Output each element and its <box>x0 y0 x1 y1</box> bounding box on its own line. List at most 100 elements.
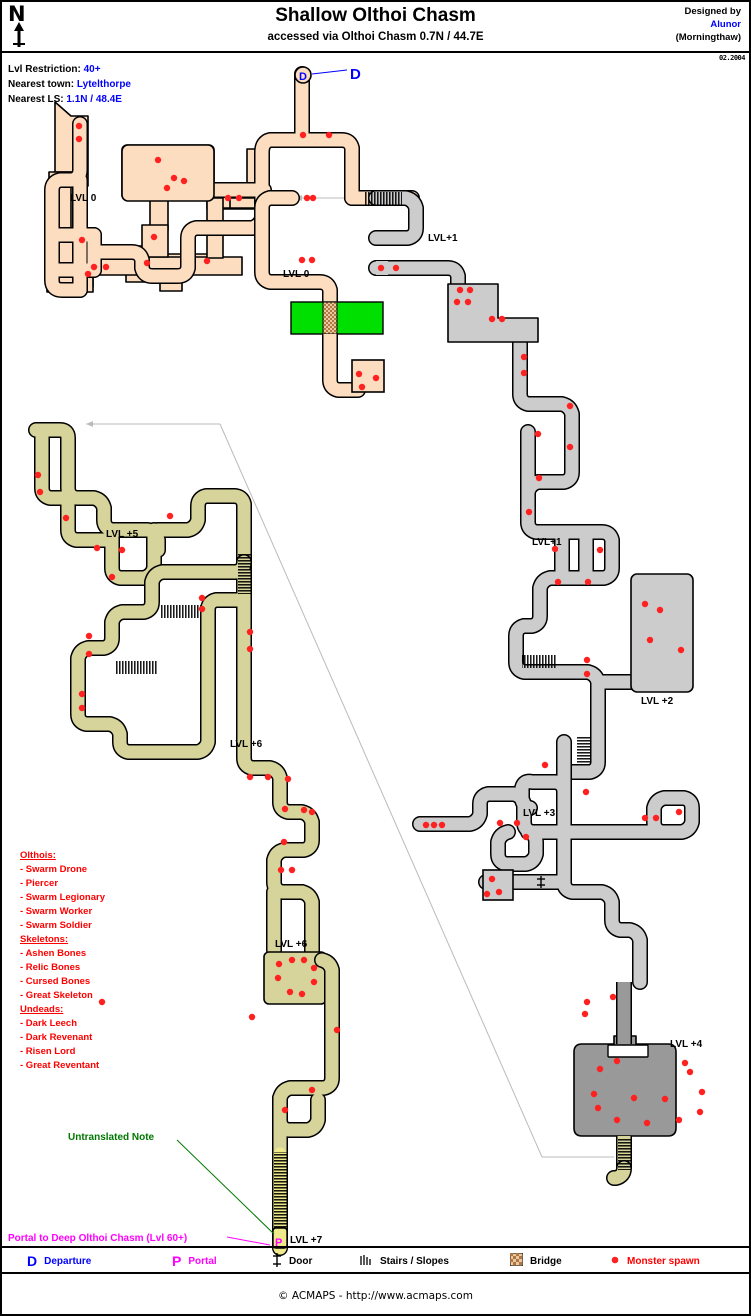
monster-spawn-dot <box>464 298 472 306</box>
monster-item: - Dark Leech <box>20 1018 78 1029</box>
monster-spawn-dot <box>641 600 649 608</box>
monster-spawn-dot <box>235 194 243 202</box>
door-markers <box>537 876 545 888</box>
monster-spawn-dot <box>652 814 660 822</box>
monster-item: - Piercer <box>20 878 59 889</box>
monster-spawn-dot <box>641 814 649 822</box>
monster-spawn-dot <box>325 131 333 139</box>
monster-spawn-dot <box>520 369 528 377</box>
monster-spawn-dot <box>300 956 308 964</box>
monster-spawn-dot <box>180 177 188 185</box>
monster-spawn-dot <box>248 1013 256 1021</box>
legend-item-label: Departure <box>44 1255 92 1267</box>
portal-icon: P <box>172 1253 182 1269</box>
hall-inner-platform <box>607 1044 649 1058</box>
monster-spawn-dot <box>102 263 110 271</box>
monster-item: - Great Skeleton <box>20 990 93 1001</box>
monster-spawn-dot <box>534 430 542 438</box>
monster-spawn-dot <box>310 978 318 986</box>
legend-item-stairs: Stairs / Slopes <box>360 1248 449 1274</box>
monster-spawn-dot <box>108 573 116 581</box>
monster-spawn-dot <box>583 998 591 1006</box>
stairs-icon <box>274 1152 287 1230</box>
monster-spawn-dot <box>681 1059 689 1067</box>
monster-item: - Great Reventant <box>20 1060 100 1071</box>
level-label: LVL +5 <box>106 529 139 540</box>
stairs-markers <box>115 192 631 1230</box>
level-plus6-fill <box>71 555 319 969</box>
monster-item: - Cursed Bones <box>20 976 91 987</box>
monster-spawn-dot <box>246 645 254 653</box>
monster-spawn-dot <box>566 402 574 410</box>
monster-group-title: Skeletons: <box>20 934 69 945</box>
legend-item-label: Door <box>289 1255 313 1267</box>
monster-spawn-dot <box>594 1104 602 1112</box>
level-plus2-room <box>630 573 694 693</box>
stairs-icon <box>618 1138 631 1170</box>
monster-spawn-dot <box>686 1068 694 1076</box>
monster-spawn-dot <box>355 370 363 378</box>
monster-spawn-dot <box>677 646 685 654</box>
monster-spawn-dot <box>286 988 294 996</box>
monster-spawn-dot <box>596 1065 604 1073</box>
monster-spawn-dot <box>288 956 296 964</box>
info-lvl-restriction-value: 40+ <box>83 64 101 75</box>
monster-spawn-dot <box>300 806 308 814</box>
info-lvl-restriction-label: Lvl Restriction: <box>8 64 81 75</box>
stairs-icon <box>238 554 251 594</box>
monster-spawn-dot <box>646 636 654 644</box>
monster-spawn-dot <box>303 194 311 202</box>
monster-spawn-dot <box>281 1106 289 1114</box>
monster-spawn-dot <box>308 256 316 264</box>
level-0-green-bands <box>290 301 384 335</box>
monster-spawn-dot <box>85 650 93 658</box>
monster-spawn-dot <box>84 270 92 278</box>
monster-spawn-dot <box>224 194 232 202</box>
level-label: LVL 0 <box>70 193 97 204</box>
monster-spawn-dot <box>75 135 83 143</box>
monster-spawn-dot <box>358 383 366 391</box>
monster-item: - Swarm Legionary <box>20 892 105 903</box>
portal-marker[interactable]: P <box>226 1227 288 1249</box>
bridge-segment <box>322 301 338 335</box>
monster-spawn-dot <box>630 1094 638 1102</box>
monster-spawn-dot <box>166 512 174 520</box>
portal-note-label: Portal to Deep Olthoi Chasm (Lvl 60+) <box>8 1233 188 1244</box>
map-info: Lvl Restriction: 40+ Nearest town: Lytel… <box>8 62 131 107</box>
spawn-icon <box>610 1255 620 1268</box>
door-icon <box>272 1252 282 1270</box>
monster-spawn-dot <box>163 184 171 192</box>
monster-spawn-dot <box>554 578 562 586</box>
monster-spawn-dot <box>496 819 504 827</box>
designed-by-label: Designed by <box>684 6 742 17</box>
monster-spawn-dot <box>277 866 285 874</box>
departure-icon: D <box>27 1253 38 1269</box>
map-header: N Shallow Olthoi Chasm accessed via Olth… <box>2 2 749 53</box>
departure-marker[interactable]: D D <box>294 66 361 84</box>
monster-list: Olthois:- Swarm Drone- Piercer- Swarm Le… <box>20 849 105 1073</box>
stairs-icon <box>577 737 590 767</box>
level-0-nw-fill <box>45 67 419 297</box>
monster-spawn-dot <box>551 545 559 553</box>
info-nearest-ls: Nearest LS: 1.1N / 48.4E <box>8 92 131 107</box>
monster-spawn-dot <box>583 656 591 664</box>
map-date: 02.2004 <box>718 54 746 62</box>
monster-spawn-dot <box>498 315 506 323</box>
info-nearest-town: Nearest town: Lytelthorpe <box>8 77 131 92</box>
info-lvl-restriction: Lvl Restriction: 40+ <box>8 62 131 77</box>
monster-item: - Swarm Worker <box>20 906 93 917</box>
monster-spawn-dot <box>392 264 400 272</box>
legend-item-spawn: Monster spawn <box>610 1248 700 1274</box>
monster-spawn-dot <box>438 821 446 829</box>
legend-item-label: Monster spawn <box>627 1255 700 1267</box>
legend-item-departure: D Departure <box>27 1248 91 1274</box>
bridge-icon <box>509 1252 524 1269</box>
info-nearest-town-label: Nearest town: <box>8 79 75 90</box>
monster-spawn-dot <box>453 298 461 306</box>
monster-spawn-dot <box>566 443 574 451</box>
monster-spawn-dot <box>488 315 496 323</box>
legend-item-label: Stairs / Slopes <box>380 1255 449 1267</box>
